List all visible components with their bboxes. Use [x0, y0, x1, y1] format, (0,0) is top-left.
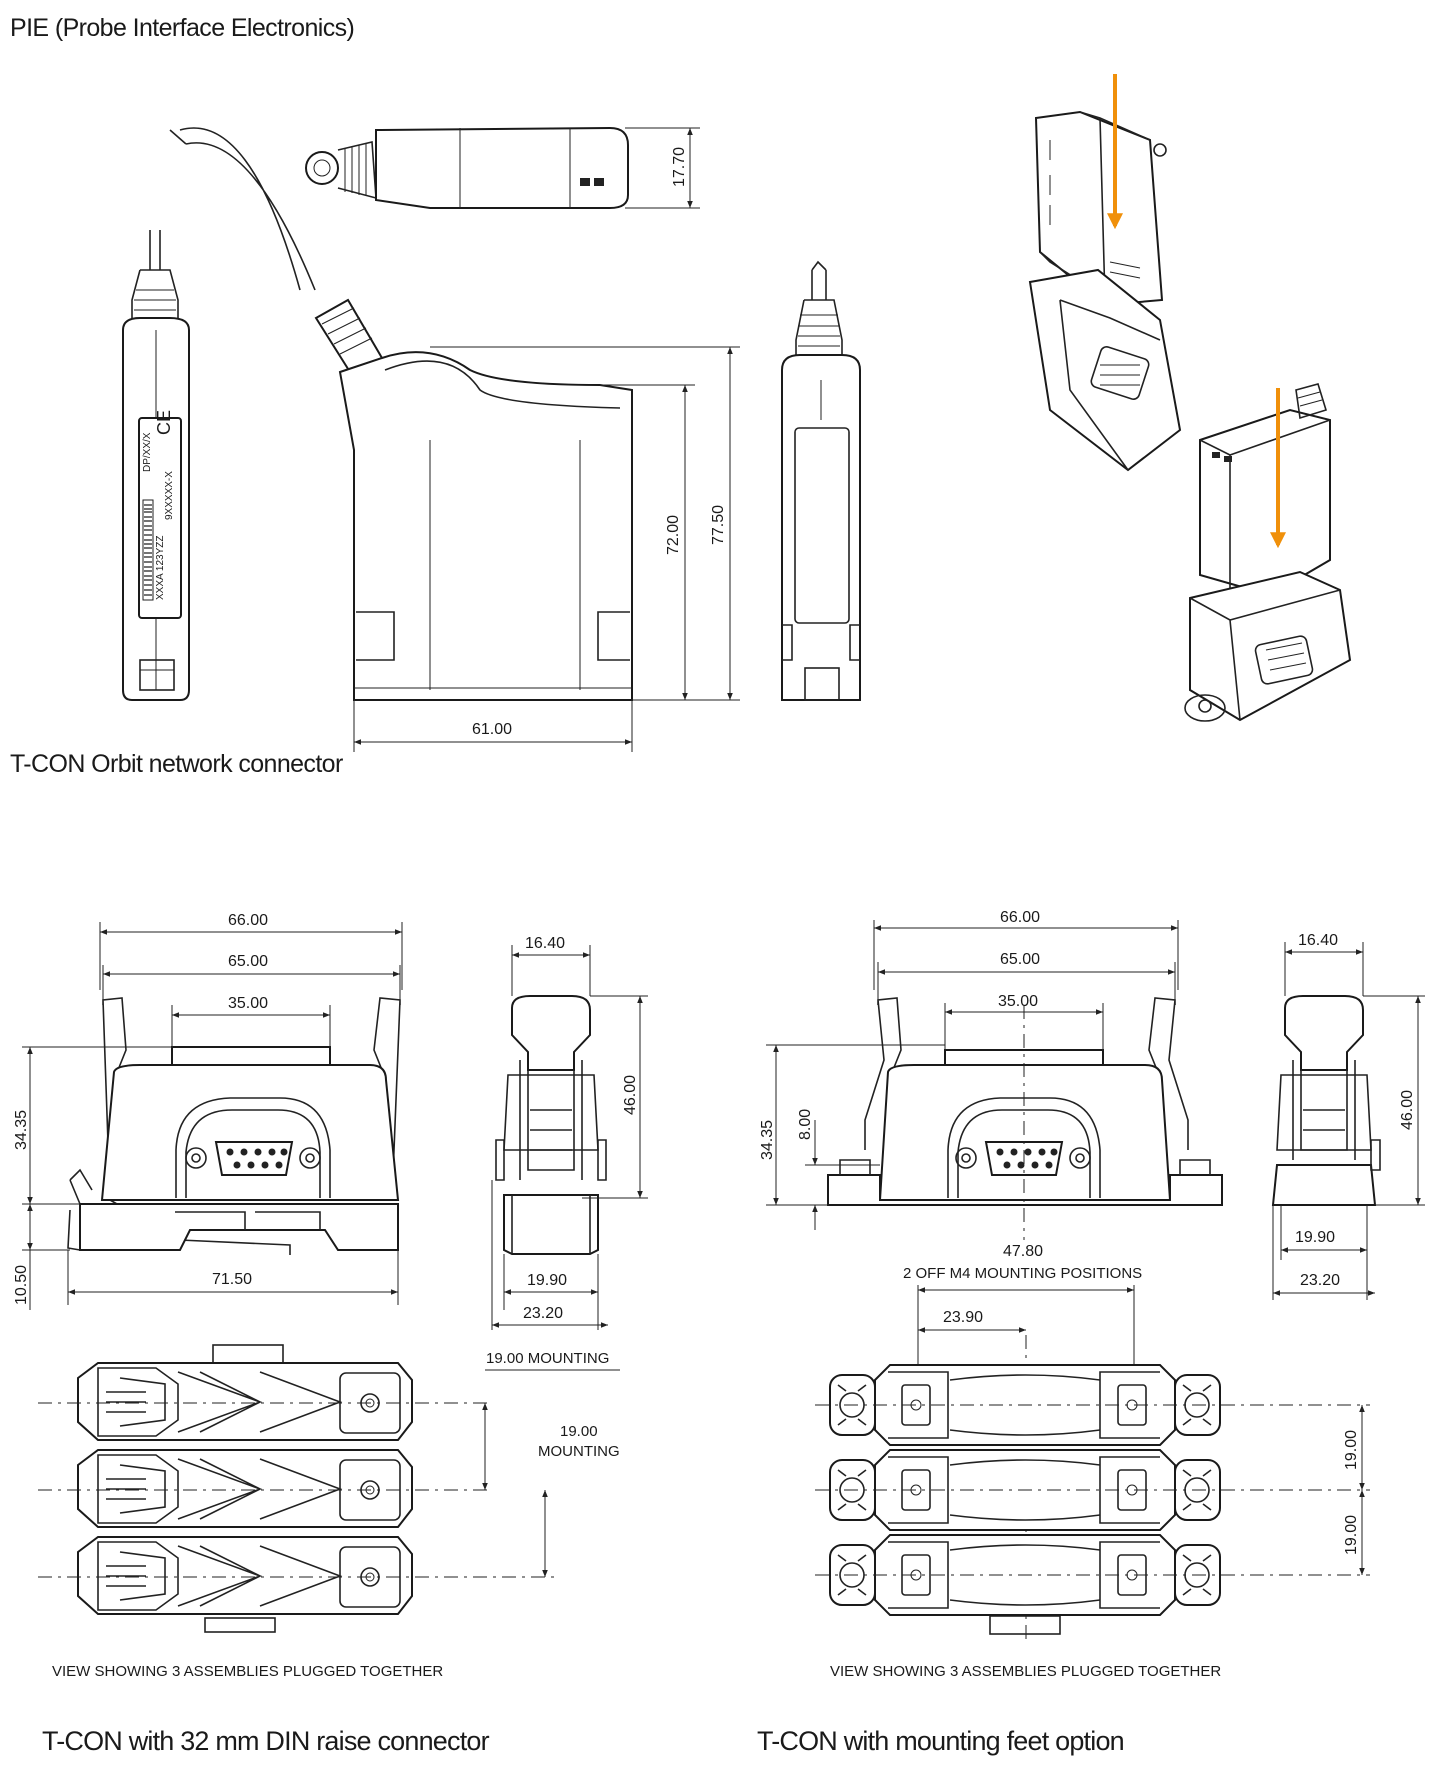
feet-mount-span: 47.80 — [1003, 1243, 1043, 1260]
dim-height-a: 72.00 — [665, 515, 682, 555]
feet-dim-w3: 35.00 — [998, 993, 1038, 1010]
dim-width: 61.00 — [472, 721, 512, 738]
dim-height-b: 77.50 — [710, 505, 727, 545]
feet-dim-pitch2: 19.00 — [1343, 1515, 1360, 1555]
din-dim-w1: 66.00 — [228, 912, 268, 929]
din-side-view — [495, 995, 607, 1255]
feet-dim-w1: 66.00 — [1000, 909, 1040, 926]
din-dim-side-top: 16.40 — [525, 935, 565, 952]
pie-heading: PIE (Probe Interface Electronics) — [10, 14, 355, 42]
din-assembly — [77, 1536, 413, 1615]
feet-mount-note: 2 OFF M4 MOUNTING POSITIONS — [903, 1265, 1142, 1282]
feet-front-dims: 66.00 65.00 35.00 34.35 8.00 — [759, 909, 1179, 1230]
feet-view-caption: VIEW SHOWING 3 ASSEMBLIES PLUGGED TOGETH… — [830, 1663, 1221, 1680]
din-dim-side-w1: 19.90 — [527, 1272, 567, 1289]
pie-top-view — [305, 126, 629, 209]
dim-top-height: 17.70 — [671, 147, 688, 187]
din-subtitle: T-CON with 32 mm DIN raise connector — [42, 1726, 490, 1756]
din-dim-w2: 65.00 — [228, 953, 268, 970]
din-dim-h1: 34.35 — [13, 1110, 30, 1150]
pie-narrow-side-view — [781, 260, 861, 701]
label-date: XXXA 123YZZ — [155, 536, 166, 600]
feet-dim-side-top: 16.40 — [1298, 932, 1338, 949]
din-mount2: 19.00 — [560, 1423, 598, 1440]
feet-dim-side-w1: 19.90 — [1295, 1229, 1335, 1246]
pie-isometric-assembly-1 — [1028, 110, 1182, 472]
feet-subtitle: T-CON with mounting feet option — [757, 1726, 1125, 1756]
feet-dim-h2: 8.00 — [797, 1109, 814, 1140]
din-mount2b: MOUNTING — [538, 1443, 620, 1460]
feet-dim-side-h: 46.00 — [1399, 1090, 1416, 1130]
label-part: DP/XX/X — [142, 432, 153, 472]
feet-dim-h1: 34.35 — [759, 1120, 776, 1160]
din-dim-side-w2: 23.20 — [523, 1305, 563, 1322]
din-dim-base: 71.50 — [212, 1271, 252, 1288]
feet-side-view — [1271, 995, 1381, 1206]
tcon-heading: T-CON Orbit network connector — [10, 750, 343, 778]
pie-front-view: CE DP/XX/X 9XXXXX-X XXXA 123YZZ — [122, 230, 190, 701]
pie-side-view — [169, 127, 633, 701]
din-front-dims: 66.00 65.00 35.00 34.35 10.50 71.50 — [13, 912, 403, 1310]
feet-front-view — [827, 997, 1223, 1240]
feet-dim-w2: 65.00 — [1000, 951, 1040, 968]
feet-side-dims: 16.40 46.00 19.90 23.20 — [1272, 932, 1425, 1300]
din-dim-w3: 35.00 — [228, 995, 268, 1012]
feet-plan-view: 19.00 19.00 VIEW SHOWING 3 ASSEMBLIES PL… — [815, 1335, 1370, 1680]
din-view-caption: VIEW SHOWING 3 ASSEMBLIES PLUGGED TOGETH… — [52, 1663, 443, 1680]
din-dim-side-h: 46.00 — [622, 1075, 639, 1115]
din-mount1: 19.00 MOUNTING — [486, 1350, 609, 1367]
din-plan-view: 19.00 MOUNTING 19.00 MOUNTING VIEW SHOWI… — [38, 1344, 620, 1680]
din-front-view — [67, 997, 401, 1255]
feet-dim-side-w2: 23.20 — [1300, 1272, 1340, 1289]
din-side-dims: 16.40 46.00 19.90 23.20 — [491, 935, 648, 1330]
din-assembly — [77, 1449, 413, 1528]
din-dim-h2: 10.50 — [13, 1265, 30, 1305]
ce-mark: CE — [154, 410, 174, 435]
feet-dim-half: 23.90 — [943, 1309, 983, 1326]
din-assembly — [77, 1362, 413, 1441]
pie-isometric-assembly-2 — [1184, 383, 1352, 722]
label-serial: 9XXXXX-X — [164, 471, 175, 520]
feet-dim-pitch1: 19.00 — [1343, 1430, 1360, 1470]
